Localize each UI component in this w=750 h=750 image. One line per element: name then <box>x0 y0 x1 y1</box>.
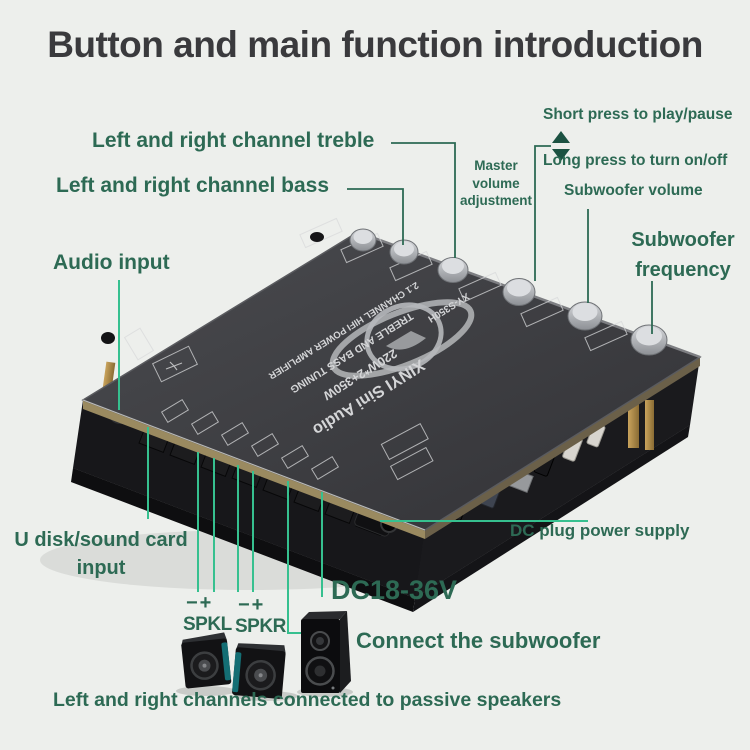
treble-label: Left and right channel treble <box>92 129 375 152</box>
spkl-label: SPKL <box>183 614 232 635</box>
page-title: Button and main function introduction <box>47 24 703 65</box>
long-press-label: Long press to turn on/off <box>543 152 728 169</box>
knob-5-subwoofer-volume <box>567 301 603 331</box>
passive-speakers-label: Left and right channels connected to pas… <box>53 689 562 711</box>
dc-plug-label: DC plug power supply <box>510 521 690 540</box>
bass-leader-line <box>347 188 404 245</box>
short-press-label: Short press to play/pause <box>543 106 733 123</box>
board-front-rim <box>82 399 426 531</box>
knob-4-master-volume <box>502 278 536 306</box>
u-disk-input-label: U disk/sound card input <box>14 529 188 579</box>
knobs <box>349 228 668 356</box>
standoff-post <box>645 400 654 450</box>
power-silkbox <box>380 423 429 461</box>
master-volume-leader-line <box>534 145 551 281</box>
spkl-polarity-label: −+ <box>186 592 214 614</box>
knob-6-subwoofer-frequency <box>630 324 668 356</box>
knob-1 <box>349 228 377 252</box>
knob-label-boxes <box>299 217 628 352</box>
connect-subwoofer-label: Connect the subwoofer <box>356 628 601 653</box>
usb-icon <box>165 361 183 371</box>
audio-input-label: Audio input <box>53 251 170 274</box>
subwoofer-volume-label: Subwoofer volume <box>564 182 703 199</box>
speaker-shadow <box>176 686 236 696</box>
bass-label: Left and right channel bass <box>56 174 330 197</box>
leader-lines-top <box>347 131 653 334</box>
spkr-label: SPKR <box>235 616 286 637</box>
master-volume-label: Master volume adjustment <box>459 158 532 209</box>
subwoofer-speaker <box>301 611 351 693</box>
board-capacitor <box>101 332 115 344</box>
right-passive-speaker <box>232 643 286 699</box>
board-nub <box>310 232 324 242</box>
spkr-polarity-label: −+ <box>238 594 266 616</box>
usb-audio-silkbox <box>151 345 199 383</box>
left-passive-speaker <box>181 632 232 689</box>
aux-in-silkbox <box>123 327 155 361</box>
pcb-edge-front <box>83 400 425 539</box>
knob-3-treble <box>437 257 469 283</box>
play-pause-up-arrow-icon <box>552 131 570 143</box>
subwoofer-frequency-label: Subwoofer frequency <box>631 229 735 281</box>
knob-2-bass <box>389 239 419 265</box>
power-silkbox2 <box>389 446 434 481</box>
silkscreen-label-boxes <box>123 327 434 481</box>
brand-ring-logo-icon <box>329 299 475 379</box>
standoff-post <box>628 388 639 448</box>
on-off-down-arrow-icon <box>552 149 570 161</box>
dc-voltage-label: DC18-36V <box>331 575 458 605</box>
pcb-edge-right <box>425 357 700 539</box>
treble-leader-line <box>391 142 456 258</box>
